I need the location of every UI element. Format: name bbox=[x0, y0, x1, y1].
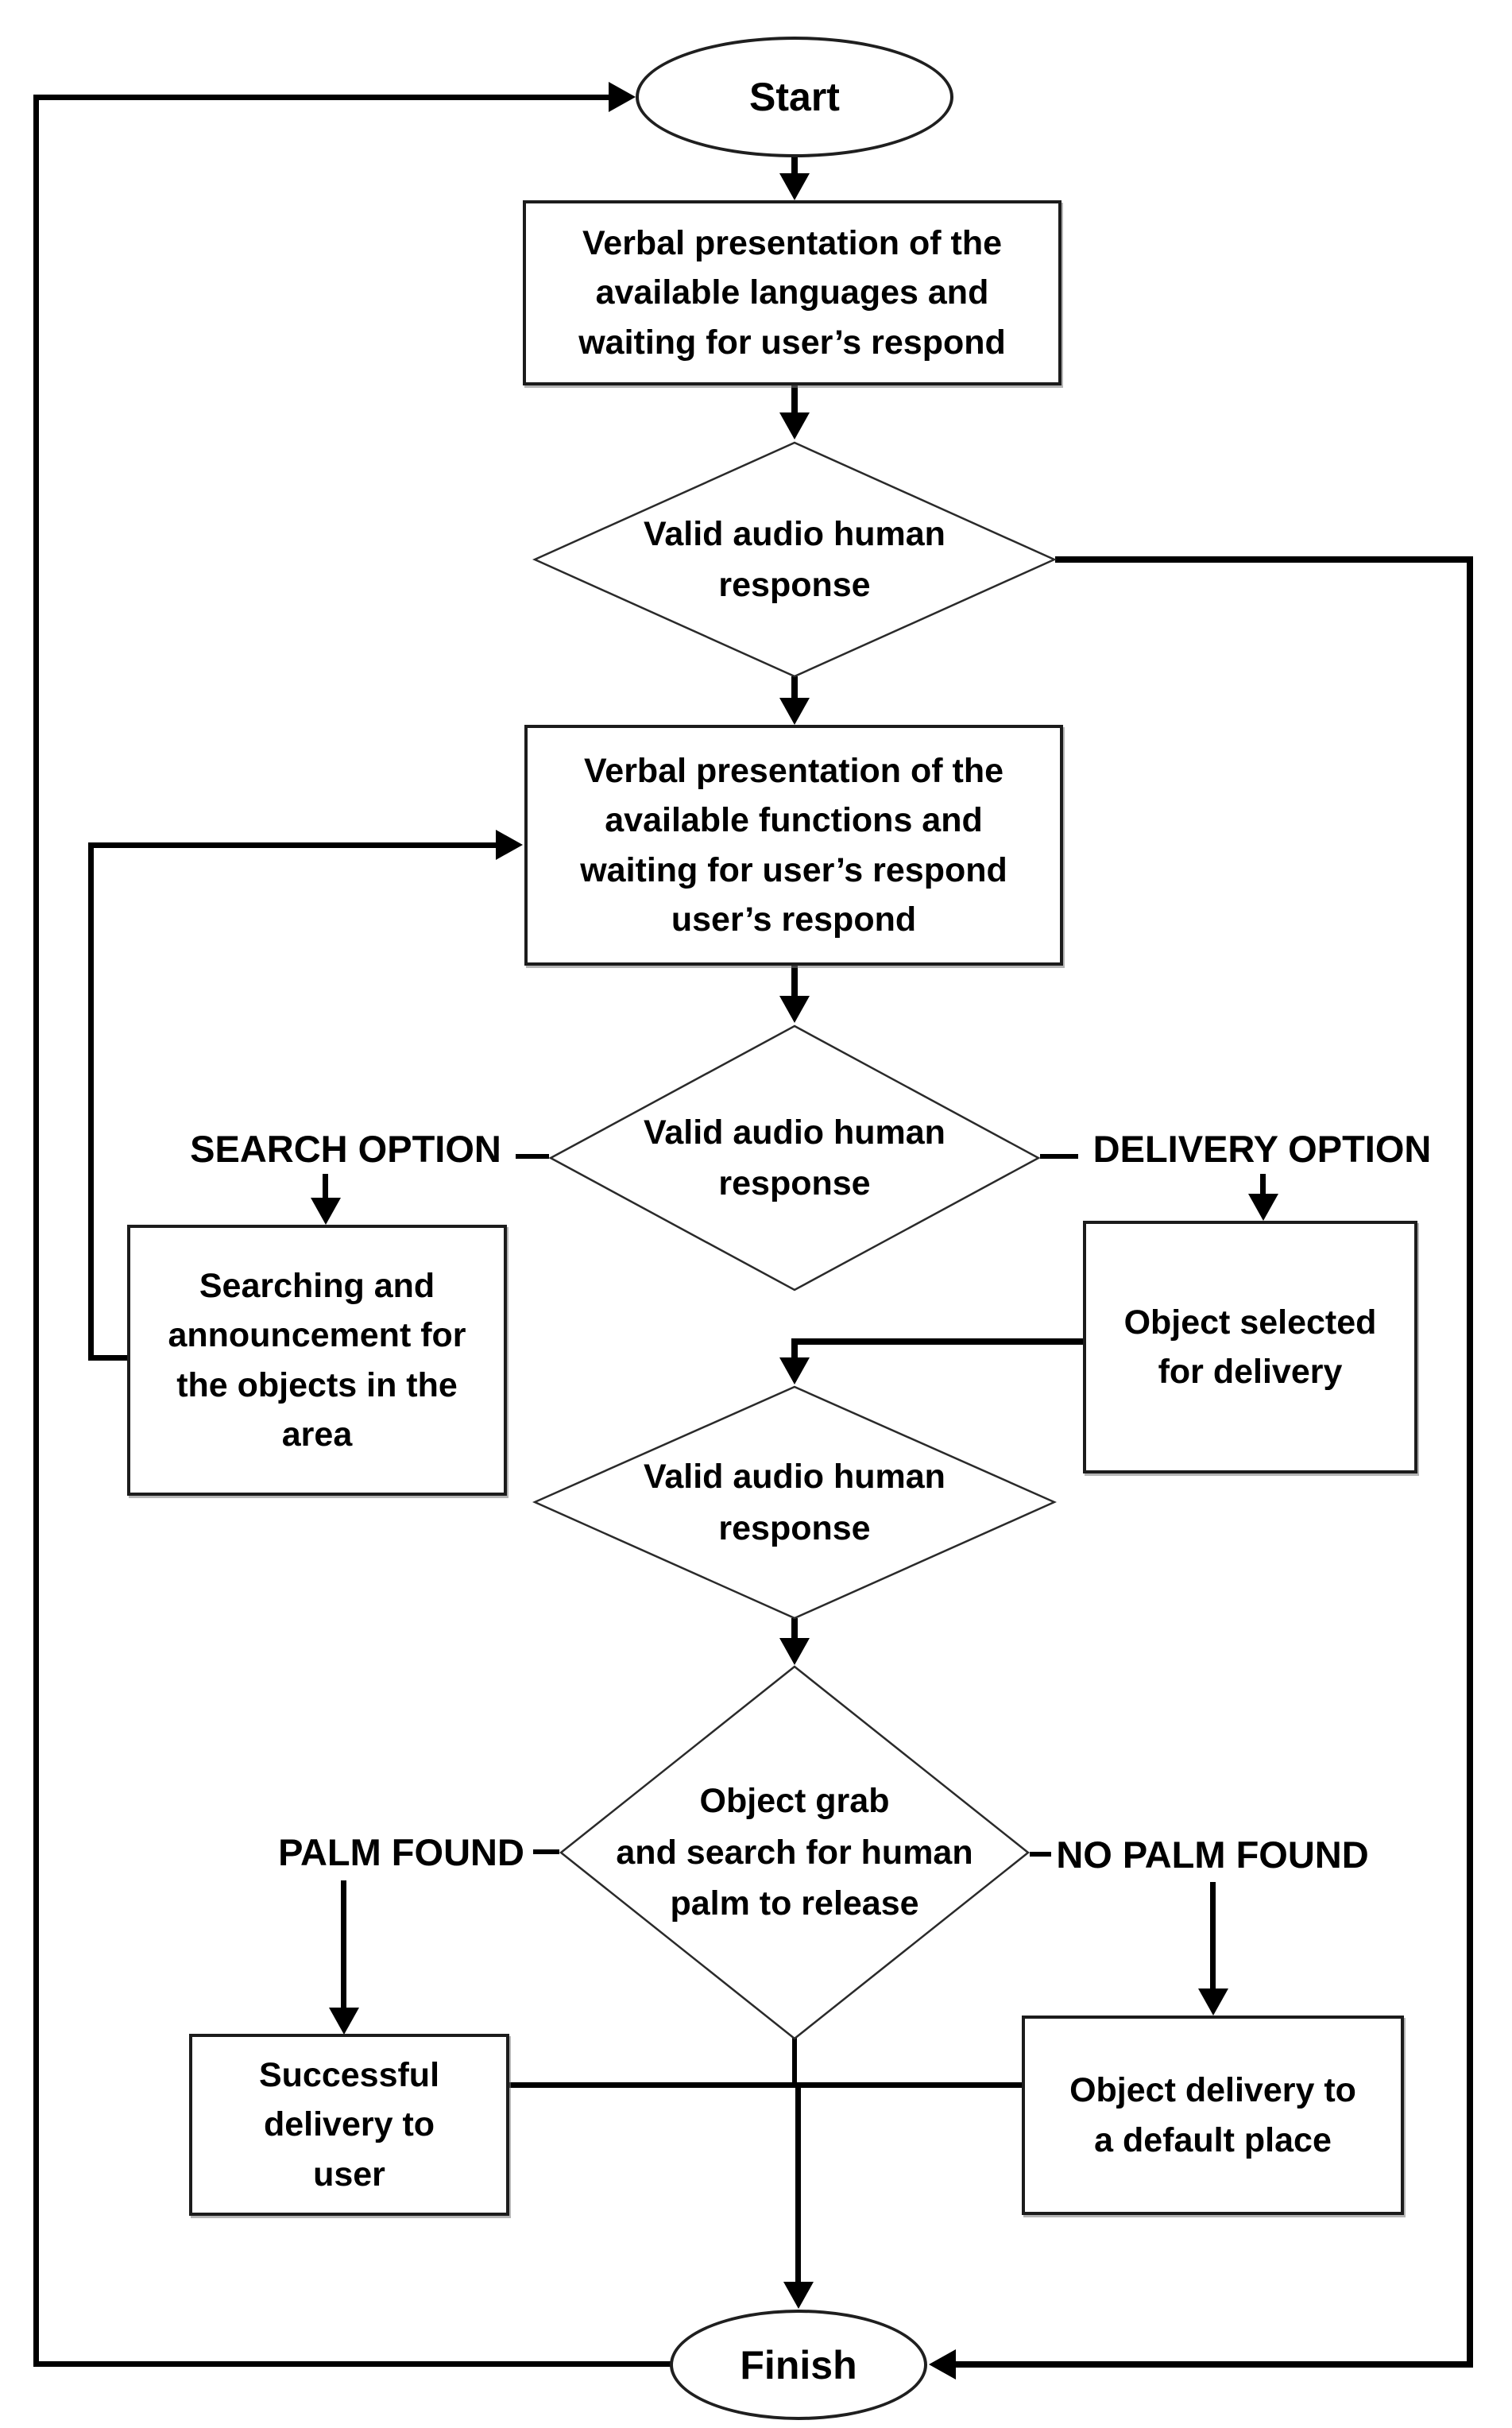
diamond-shape bbox=[548, 1024, 1041, 1291]
diamond-shape bbox=[532, 441, 1057, 678]
process-searching-box: Searching and announcement for the objec… bbox=[127, 1225, 507, 1496]
process-languages-box: Verbal presentation of the available lan… bbox=[523, 200, 1061, 385]
connector-invalid-right bbox=[1467, 556, 1473, 2368]
dash-delivery-option bbox=[1040, 1154, 1078, 1159]
connector-invalid-bottom bbox=[954, 2361, 1471, 2368]
start-terminator: Start bbox=[636, 37, 953, 157]
arrowhead-into-finish-right bbox=[929, 2349, 956, 2380]
process-object-selected-box: Object selected for delivery bbox=[1083, 1221, 1417, 1473]
no-palm-found-label: NO PALM FOUND bbox=[1056, 1833, 1369, 1876]
start-label: Start bbox=[749, 75, 840, 119]
arrow-start-to-languages bbox=[791, 156, 798, 175]
arrowhead-default-box bbox=[1198, 1988, 1228, 2016]
arrowhead-searching-box bbox=[311, 1198, 341, 1225]
connector-restart-left bbox=[33, 95, 39, 2367]
decision-object-grab: Object grab and search for human palm to… bbox=[559, 1664, 1031, 2041]
connector-bottom-join bbox=[506, 2082, 1025, 2088]
arrowhead-finish-top bbox=[783, 2282, 814, 2309]
arrowhead-functions bbox=[779, 698, 810, 725]
delivery-option-label: DELIVERY OPTION bbox=[1092, 1127, 1432, 1170]
decision-object-grab-label: Object grab and search for human palm to… bbox=[616, 1782, 973, 1923]
connector-searchloop-bottom bbox=[89, 1355, 129, 1361]
connector-searchloop-top bbox=[88, 842, 496, 848]
decision-valid-audio-3-label: Valid audio human response bbox=[644, 1458, 945, 1547]
arrow-valid3-to-grab bbox=[791, 1618, 798, 1640]
connector-invalid-top bbox=[1055, 556, 1471, 563]
arrowhead-into-functions-box bbox=[496, 830, 523, 860]
connector-searchloop-left bbox=[88, 842, 94, 1361]
arrow-search-branch bbox=[323, 1174, 328, 1199]
connector-selected-horizontal bbox=[791, 1338, 1086, 1345]
process-successful-delivery-box: Successful delivery to user bbox=[189, 2034, 509, 2216]
diamond-shape bbox=[532, 1385, 1057, 1620]
arrow-valid1-to-functions bbox=[791, 676, 798, 699]
decision-valid-audio-2: Valid audio human response bbox=[548, 1024, 1041, 1292]
connector-restart-bottom bbox=[33, 2361, 671, 2367]
arrow-languages-to-valid1 bbox=[791, 385, 798, 414]
decision-valid-audio-1-label: Valid audio human response bbox=[644, 514, 945, 605]
diamond-shape bbox=[559, 1665, 1031, 2040]
arrowhead-selected-box bbox=[1248, 1194, 1278, 1221]
arrow-delivery-branch bbox=[1260, 1174, 1266, 1195]
palm-found-label: PALM FOUND bbox=[278, 1830, 524, 1873]
arrow-nopalm-branch bbox=[1210, 1882, 1216, 1990]
connector-restart-top bbox=[33, 95, 610, 100]
arrowhead-valid2 bbox=[779, 996, 810, 1023]
arrowhead-into-start bbox=[609, 82, 636, 112]
arrowhead-valid1 bbox=[779, 412, 810, 440]
finish-label: Finish bbox=[740, 2342, 857, 2387]
decision-valid-audio-2-label: Valid audio human response bbox=[644, 1113, 945, 1203]
dash-no-palm-found bbox=[1030, 1852, 1051, 1857]
arrow-functions-to-valid2 bbox=[791, 964, 798, 997]
connector-grab-stub bbox=[792, 2038, 797, 2087]
arrow-join-to-finish bbox=[795, 2084, 801, 2283]
process-default-place-box: Object delivery to a default place bbox=[1022, 2016, 1404, 2215]
dash-palm-found bbox=[533, 1849, 559, 1854]
arrowhead-languages bbox=[779, 173, 810, 200]
dash-search-option bbox=[516, 1154, 549, 1159]
connector-selected-vertical bbox=[791, 1338, 798, 1359]
arrowhead-successful-box bbox=[329, 2008, 359, 2035]
finish-terminator: Finish bbox=[670, 2310, 927, 2420]
arrowhead-grab-diamond bbox=[779, 1638, 810, 1665]
arrow-palm-branch bbox=[341, 1880, 346, 2009]
process-functions-box: Verbal presentation of the available fun… bbox=[524, 725, 1063, 966]
decision-valid-audio-3: Valid audio human response bbox=[532, 1384, 1057, 1621]
search-option-label: SEARCH OPTION bbox=[190, 1127, 501, 1170]
arrowhead-valid3 bbox=[779, 1357, 810, 1384]
decision-valid-audio-1: Valid audio human response bbox=[532, 440, 1057, 679]
